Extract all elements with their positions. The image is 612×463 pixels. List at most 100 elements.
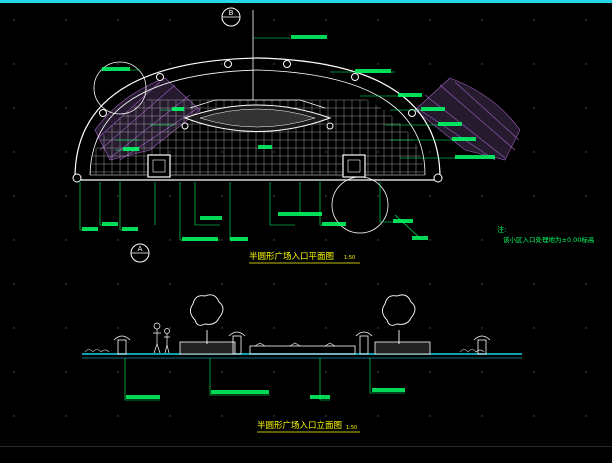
grid-dot xyxy=(13,283,15,285)
grid-dot xyxy=(65,19,67,21)
section-marker-a[interactable]: A xyxy=(130,243,150,263)
plan-planter-left xyxy=(147,154,171,178)
note-heading: 注: xyxy=(497,225,506,234)
grid-dot xyxy=(13,415,15,417)
elevation-planter-right xyxy=(374,341,431,355)
grid-dot xyxy=(273,283,275,285)
elevation-title: 半圆形广场入口立面图 xyxy=(257,420,342,431)
grid-dot xyxy=(221,327,223,329)
elevation-scale: 1:50 xyxy=(346,425,357,431)
grid-dot xyxy=(325,239,327,241)
grid-dot xyxy=(117,19,119,21)
grid-dot xyxy=(481,371,483,373)
grid-dot xyxy=(325,19,327,21)
grid-dot xyxy=(221,283,223,285)
grid-dot xyxy=(117,371,119,373)
grid-dot xyxy=(169,415,171,417)
grid-dot xyxy=(377,63,379,65)
grid-dot xyxy=(65,63,67,65)
grid-dot xyxy=(65,283,67,285)
elevation-annotation-labels xyxy=(126,388,405,399)
pillar-cap-icon xyxy=(113,331,491,355)
detail-callout-left[interactable] xyxy=(93,61,147,115)
elevation-annotation-leaders xyxy=(124,358,405,401)
grid-dot xyxy=(481,415,483,417)
grid-dot xyxy=(429,415,431,417)
grid-dot xyxy=(585,19,587,21)
plan-planter-right xyxy=(342,154,366,178)
grid-dot xyxy=(533,151,535,153)
grid-dot xyxy=(377,19,379,21)
grid-dot xyxy=(377,415,379,417)
grid-dot xyxy=(13,19,15,21)
grid-dot xyxy=(585,239,587,241)
plan-view xyxy=(72,57,521,234)
plan-title: 半圆形广场入口平面图 xyxy=(249,251,334,262)
grid-dot xyxy=(169,371,171,373)
plan-annotation-labels xyxy=(82,35,495,241)
grid-dot xyxy=(533,371,535,373)
grid-dot xyxy=(533,195,535,197)
grid-dot xyxy=(169,283,171,285)
grid-dot xyxy=(481,239,483,241)
grid-dot xyxy=(533,63,535,65)
window-top-edge xyxy=(0,0,612,3)
grid-dot xyxy=(429,283,431,285)
grid-dot xyxy=(325,371,327,373)
grid-dot xyxy=(273,63,275,65)
grid-dot xyxy=(169,151,171,153)
grid-dot xyxy=(429,327,431,329)
grid-dot xyxy=(65,239,67,241)
grid-dot xyxy=(221,371,223,373)
grid-dot xyxy=(13,151,15,153)
grid-dot xyxy=(585,415,587,417)
grid-dot xyxy=(117,415,119,417)
grid-dot xyxy=(13,63,15,65)
grid-dot xyxy=(65,327,67,329)
grid-dot xyxy=(533,239,535,241)
grid-dot xyxy=(169,327,171,329)
grid-dot xyxy=(429,239,431,241)
grid-dots xyxy=(13,19,587,417)
grid-dot xyxy=(169,19,171,21)
grid-dot xyxy=(481,283,483,285)
grid-dot xyxy=(65,195,67,197)
grid-dot xyxy=(481,63,483,65)
detail-callout-right[interactable] xyxy=(331,176,389,234)
grid-dot xyxy=(117,283,119,285)
grid-dot xyxy=(429,63,431,65)
grid-dot xyxy=(325,327,327,329)
planting-bed-right xyxy=(414,77,521,161)
elevation-planter-left xyxy=(179,341,236,355)
grid-dot xyxy=(221,415,223,417)
grid-dot xyxy=(13,327,15,329)
grid-dot xyxy=(585,151,587,153)
grid-dot xyxy=(117,63,119,65)
human-figure-icon xyxy=(153,322,170,354)
section-marker-b[interactable]: B xyxy=(221,7,254,100)
grid-dot xyxy=(585,283,587,285)
grid-dot xyxy=(273,371,275,373)
grid-dot xyxy=(221,151,223,153)
plan-outer-arc xyxy=(74,57,441,179)
grid-dot xyxy=(377,371,379,373)
section-label-b: B xyxy=(229,9,234,17)
grid-dot xyxy=(377,195,379,197)
grid-dot xyxy=(273,195,275,197)
grid-dot xyxy=(169,239,171,241)
note-text: 该小区入口处理地为±0.00标高 xyxy=(503,235,595,244)
grid-dot xyxy=(533,19,535,21)
grid-dot xyxy=(325,283,327,285)
grid-dot xyxy=(377,151,379,153)
grid-dot xyxy=(273,415,275,417)
grid-dot xyxy=(117,195,119,197)
grid-dot xyxy=(65,151,67,153)
grid-dot xyxy=(585,63,587,65)
grid-dot xyxy=(481,19,483,21)
grid-dot xyxy=(481,327,483,329)
grid-dot xyxy=(65,371,67,373)
grid-dot xyxy=(533,327,535,329)
grid-dot xyxy=(429,195,431,197)
grid-dot xyxy=(221,239,223,241)
